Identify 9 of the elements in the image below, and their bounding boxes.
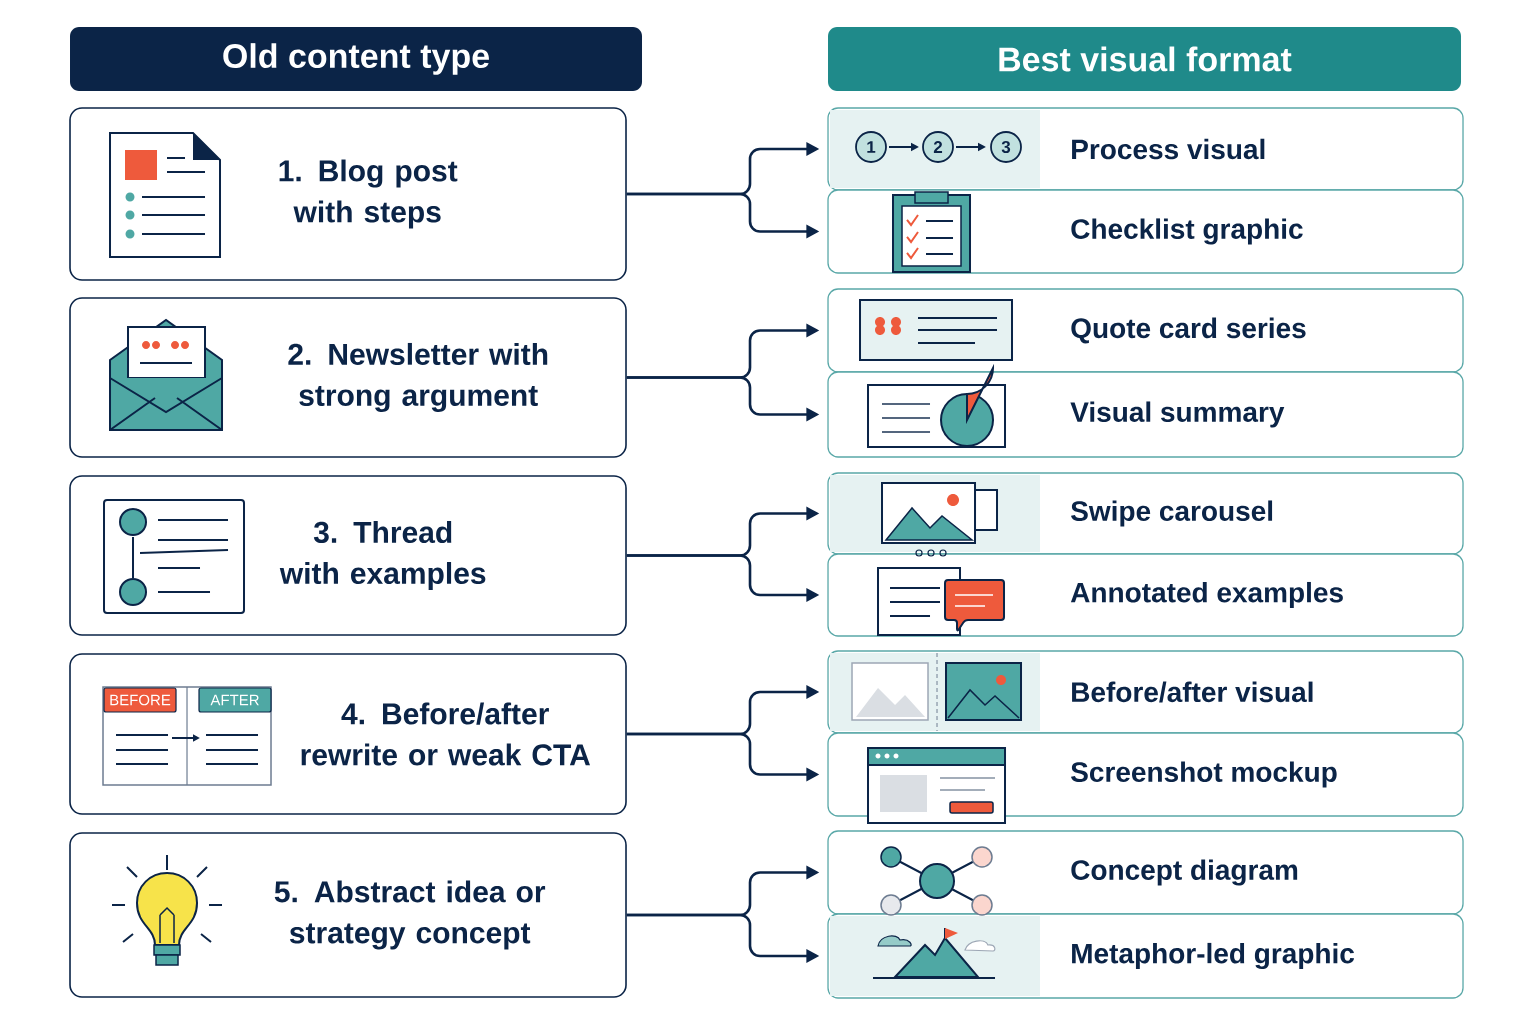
step-number: 3 [990,131,1022,163]
column-header: Old content type [70,27,642,91]
content-type-box: 5. Abstract idea or strategy concept [69,832,627,998]
step-number: 2 [922,131,954,163]
column-header: Best visual format [828,27,1461,91]
tag-label: BEFORE [103,687,177,713]
visual-format-box: Concept diagram [827,830,1464,915]
step-number: 1 [855,131,887,163]
tag-label: AFTER [198,687,272,713]
